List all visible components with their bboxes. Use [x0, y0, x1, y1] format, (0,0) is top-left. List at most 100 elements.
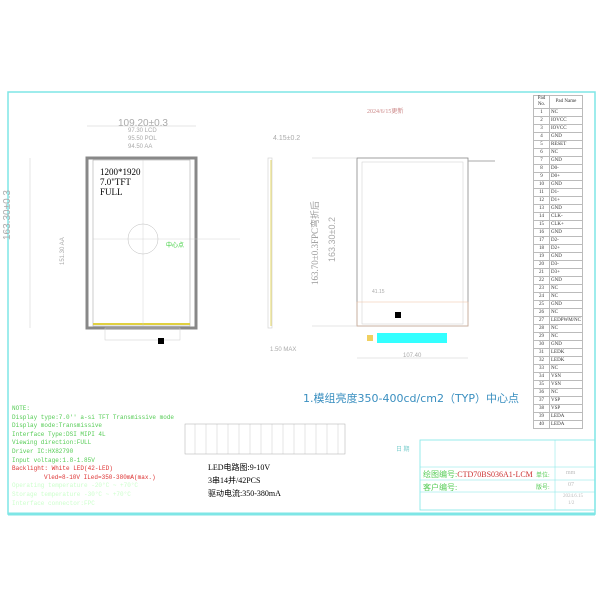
pin-name: GND: [549, 300, 583, 309]
unit: mm: [566, 470, 576, 476]
pin-no: 16: [533, 228, 550, 237]
pin-name: D2-: [549, 236, 583, 245]
pin-no: 28: [533, 324, 550, 333]
pin-no: 31: [533, 348, 550, 357]
note-backlight: Backlight: White LED(42-LED): [12, 465, 113, 473]
resolution: 1200*1920: [100, 167, 141, 177]
pin-header-name: Pad Name: [549, 95, 583, 109]
unit-label: 单位:: [536, 473, 550, 479]
note-faint: Interface connector:FPC: [12, 499, 95, 507]
pin-no: 27: [533, 316, 550, 325]
drawing-no-label: 绘图编号:: [423, 470, 458, 479]
pin-name: LEDPWM/NC: [549, 316, 583, 325]
pin-no: 33: [533, 364, 550, 373]
pin-no: 36: [533, 388, 550, 397]
view: FULL: [100, 187, 123, 197]
pin-name: GND: [549, 156, 583, 165]
pin-name: CLK-: [549, 212, 583, 221]
pin-name: NC: [549, 108, 583, 117]
pin-name: LEDK: [549, 356, 583, 365]
pin-name: NC: [549, 324, 583, 333]
pin-name: NC: [549, 284, 583, 293]
pin-no: 15: [533, 220, 550, 229]
pin-no: 39: [533, 412, 550, 421]
pin-name: CLK+: [549, 220, 583, 229]
pin-name: VSP: [549, 396, 583, 405]
pin-name: GND: [549, 180, 583, 189]
pin-name: LEDK: [549, 348, 583, 357]
pin-no: 24: [533, 292, 550, 301]
note-faint: Operating temperature -20°C ~ +70°C: [12, 482, 139, 490]
pin-name: GND: [549, 228, 583, 237]
dim-height-total: 163.30±0.3: [2, 190, 13, 240]
dim-aa-height: 151.30 AA: [60, 237, 66, 265]
brightness-note: 1.模组亮度350-400cd/cm2（TYP）中心点: [303, 392, 520, 405]
pin-no: 1: [533, 108, 550, 117]
dim-fpc-height: 163.70±0.3FPC弯折后: [310, 201, 320, 285]
pin-name: GND: [549, 204, 583, 213]
dim-max: 1.50 MAX: [270, 347, 297, 353]
note-line: Driver IC:HX82790: [12, 447, 74, 455]
pin-no: 20: [533, 260, 550, 269]
pin-no: 21: [533, 268, 550, 277]
note-backlight: Vled=8-10V ILed=350-380mA(max.): [44, 473, 156, 481]
pin-no: 32: [533, 356, 550, 365]
pin-name: GND: [549, 276, 583, 285]
note-line: Display mode:Transmissive: [12, 422, 103, 430]
pin-name: GND: [549, 132, 583, 141]
pin-name: D2+: [549, 244, 583, 253]
pin-no: 37: [533, 396, 550, 405]
pin-no: 3: [533, 124, 550, 133]
pin-no: 10: [533, 180, 550, 189]
pin-name: GND: [549, 252, 583, 261]
pin-no: 34: [533, 372, 550, 381]
pin-no: 26: [533, 308, 550, 317]
note-line: Viewing direction:FULL: [12, 439, 92, 447]
pin-no: 4: [533, 132, 550, 141]
pin-name: NC: [549, 332, 583, 341]
led-current: 驱动电流:350-380mA: [208, 489, 281, 498]
pin-name: VSN: [549, 372, 583, 381]
dim-offset: 41.15: [372, 289, 385, 295]
pin-no: 22: [533, 276, 550, 285]
dim-back-width: 107.40: [403, 353, 422, 359]
pin-name: D3-: [549, 260, 583, 269]
pin-no: 18: [533, 244, 550, 253]
dim-pol: 95.50 POL: [128, 136, 157, 142]
pin-no: 30: [533, 340, 550, 349]
pin-name: D0+: [549, 172, 583, 181]
pin-name: IOVCC: [549, 124, 583, 133]
pin-name: NC: [549, 364, 583, 373]
size: 7.0"TFT: [100, 177, 131, 187]
pin-name: D3+: [549, 268, 583, 277]
dim-width-total: 109.20±0.3: [118, 118, 168, 129]
pin-name: NC: [549, 148, 583, 157]
page: 1/2: [568, 501, 575, 506]
